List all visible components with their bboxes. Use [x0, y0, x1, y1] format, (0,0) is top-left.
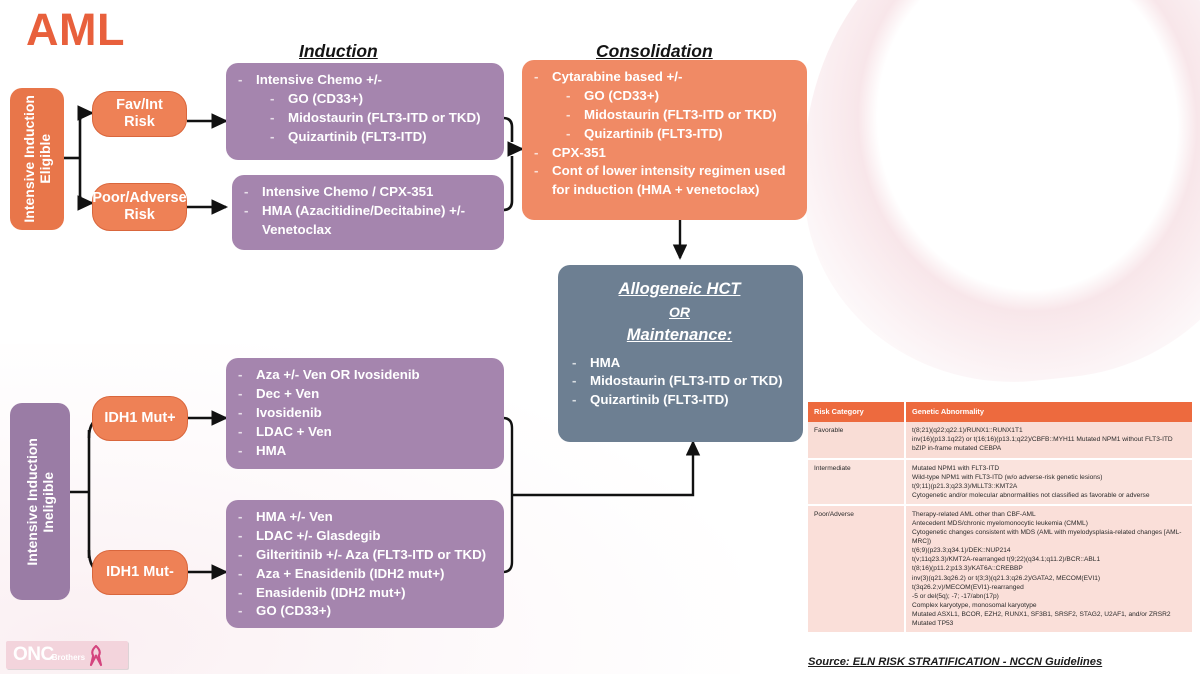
list-item: HMA [232, 442, 494, 461]
list-item: Quizartinib (FLT3-ITD) [528, 125, 797, 144]
list-item: Aza + Enasidenib (IDH2 mut+) [232, 565, 494, 584]
list-item: CPX-351 [528, 144, 797, 163]
abnormality-line: t(6;9)(p23.3;q34.1)/DEK::NUP214 [912, 547, 1011, 555]
hct-title-or: OR [669, 303, 690, 320]
pill-fav-int-risk[interactable]: Fav/Int Risk [92, 91, 187, 137]
abnormality-line: Mutated ASXL1, BCOR, EZH2, RUNX1, SF3B1,… [912, 610, 1171, 618]
induction-poor-list: Intensive Chemo / CPX-351HMA (Azacitidin… [238, 183, 494, 240]
consolidation-list: Cytarabine based +/-GO (CD33+)Midostauri… [528, 68, 797, 200]
logo-secondary-text: Brothers [51, 653, 86, 662]
list-item: LDAC +/- Glasdegib [232, 527, 494, 546]
stem-intensive-induction-eligible: Intensive Induction Eligible [10, 88, 64, 230]
box-consolidation[interactable]: Cytarabine based +/-GO (CD33+)Midostauri… [522, 60, 807, 220]
abnormality-line: Therapy-related AML other than CBF-AML [912, 510, 1036, 518]
list-item: LDAC + Ven [232, 423, 494, 442]
list-item: for induction (HMA + venetoclax) [552, 182, 760, 198]
stem-ineligible-label: Intensive Induction Ineligible [23, 437, 56, 566]
cell-risk-category: Favorable [808, 422, 906, 460]
list-item: Intensive Chemo +/- [232, 71, 494, 90]
abnormality-line: t(8;16)(p11.2;p13.3)/KAT6A::CREBBP [912, 565, 1023, 573]
box-induction-favorable[interactable]: Intensive Chemo +/-GO (CD33+)Midostaurin… [226, 63, 504, 160]
abnormality-line: Mutated TP53 [912, 620, 954, 627]
stem-intensive-induction-ineligible: Intensive Induction Ineligible [10, 403, 70, 600]
list-item: Aza +/- Ven OR Ivosidenib [232, 366, 494, 385]
list-item: Ivosidenib [232, 404, 494, 423]
list-item: Intensive Chemo / CPX-351 [238, 183, 494, 202]
table-header-row: Risk Category Genetic Abnormality [808, 402, 1192, 423]
column-header-genetic-abnormality: Genetic Abnormality [905, 402, 1192, 423]
abnormality-line: t(3q26.2;v)/MECOM(EVI1)-rearranged [912, 583, 1024, 591]
box-idh1-negative-treatments[interactable]: HMA +/- VenLDAC +/- GlasdegibGilteritini… [226, 500, 504, 628]
pill-poor-adverse-risk[interactable]: Poor/Adverse Risk [92, 183, 187, 231]
section-header-consolidation: Consolidation [596, 41, 713, 61]
abnormality-line: bZIP in-frame mutated CEBPA [912, 445, 1002, 453]
list-item: GO (CD33+) [528, 87, 797, 106]
induction-favorable-list: Intensive Chemo +/-GO (CD33+)Midostaurin… [232, 71, 494, 147]
abnormality-line: Wild-type NPM1 with FLT3-ITD (w/o advers… [912, 473, 1103, 481]
list-item: HMA [566, 354, 793, 373]
idh1-positive-list: Aza +/- Ven OR IvosidenibDec + VenIvosid… [232, 366, 494, 460]
source-note: Source: ELN RISK STRATIFICATION - NCCN G… [808, 656, 1103, 668]
list-item: Venetoclax [262, 221, 332, 237]
column-header-risk-category: Risk Category [808, 402, 906, 423]
stem-eligible-label: Intensive Induction Eligible [20, 95, 53, 223]
box-allogeneic-hct-maintenance[interactable]: Allogeneic HCT OR Maintenance: HMAMidost… [558, 265, 803, 442]
list-item: HMA (Azacitidine/Decitabine) +/- [238, 202, 494, 221]
list-item: Dec + Ven [232, 385, 494, 404]
abnormality-line: inv(16)(p13.1q22) or t(16;16)(p13.1;q22)… [912, 436, 1173, 444]
abnormality-line: -5 or del(5q); -7; -17/abn(17p) [912, 592, 999, 600]
list-item: Cont of lower intensity regimen used [528, 162, 797, 181]
list-item: Quizartinib (FLT3-ITD) [566, 391, 793, 410]
box-induction-poor[interactable]: Intensive Chemo / CPX-351HMA (Azacitidin… [232, 175, 504, 250]
pill-idh1-mut-positive[interactable]: IDH1 Mut+ [92, 396, 188, 441]
list-item: GO (CD33+) [232, 90, 494, 109]
hct-list: HMAMidostaurin (FLT3-ITD or TKD)Quizarti… [566, 354, 793, 411]
box-idh1-positive-treatments[interactable]: Aza +/- Ven OR IvosidenibDec + VenIvosid… [226, 358, 504, 469]
abnormality-line: inv(3)(q21.3q26.2) or t(3;3)(q21.3;q26.2… [912, 574, 1101, 582]
ribbon-watermark [776, 0, 1200, 403]
pill-idh1-mut-negative[interactable]: IDH1 Mut- [92, 550, 188, 595]
page-title: AML [26, 4, 125, 55]
abnormality-line: t(9;11)(p21.3;q23.3)/MLLT3::KMT2A [912, 482, 1018, 490]
abnormality-line: Cytogenetic changes consistent with MDS … [912, 529, 1182, 546]
onc-brothers-logo[interactable]: ONC Brothers [6, 641, 128, 669]
list-item: Gilteritinib +/- Aza (FLT3-ITD or TKD) [232, 546, 494, 565]
pink-ribbon-icon [90, 644, 103, 666]
cell-risk-category: Intermediate [808, 458, 906, 506]
list-item: GO (CD33+) [232, 602, 494, 621]
cell-risk-category: Poor/Adverse [808, 504, 906, 635]
abnormality-line: t(v;11q23.3)/KMT2A-rearranged t(9;22)(q3… [912, 556, 1101, 564]
abnormality-line: Mutated NPM1 with FLT3-ITD [912, 464, 1000, 472]
list-item: Quizartinib (FLT3-ITD) [232, 128, 494, 147]
abnormality-line: t(8;21)(q22;q22.1)/RUNX1::RUNX1T1 [912, 427, 1023, 435]
list-item: Midostaurin (FLT3-ITD or TKD) [566, 372, 793, 391]
abnormality-line: Cytogenetic and/or molecular abnormaliti… [912, 491, 1150, 499]
logo-primary-text: ONC [13, 644, 54, 665]
section-header-induction: Induction [299, 41, 378, 61]
risk-stratification-table: Risk Category Genetic Abnormality Favora… [808, 402, 1192, 635]
list-item: Midostaurin (FLT3-ITD or TKD) [528, 106, 797, 125]
list-item: HMA +/- Ven [232, 508, 494, 527]
list-item: Enasidenib (IDH2 mut+) [232, 584, 494, 603]
hct-title-line1: Allogeneic HCT [618, 280, 741, 298]
hct-title-line2: Maintenance: [626, 325, 733, 344]
idh1-negative-list: HMA +/- VenLDAC +/- GlasdegibGilteritini… [232, 508, 494, 621]
list-item: Cytarabine based +/- [528, 68, 797, 87]
abnormality-line: Antecedent MDS/chronic myelomonocytic le… [912, 519, 1088, 527]
list-item: Midostaurin (FLT3-ITD or TKD) [232, 109, 494, 128]
abnormality-line: Complex karyotype, monosomal karyotype [912, 601, 1037, 609]
